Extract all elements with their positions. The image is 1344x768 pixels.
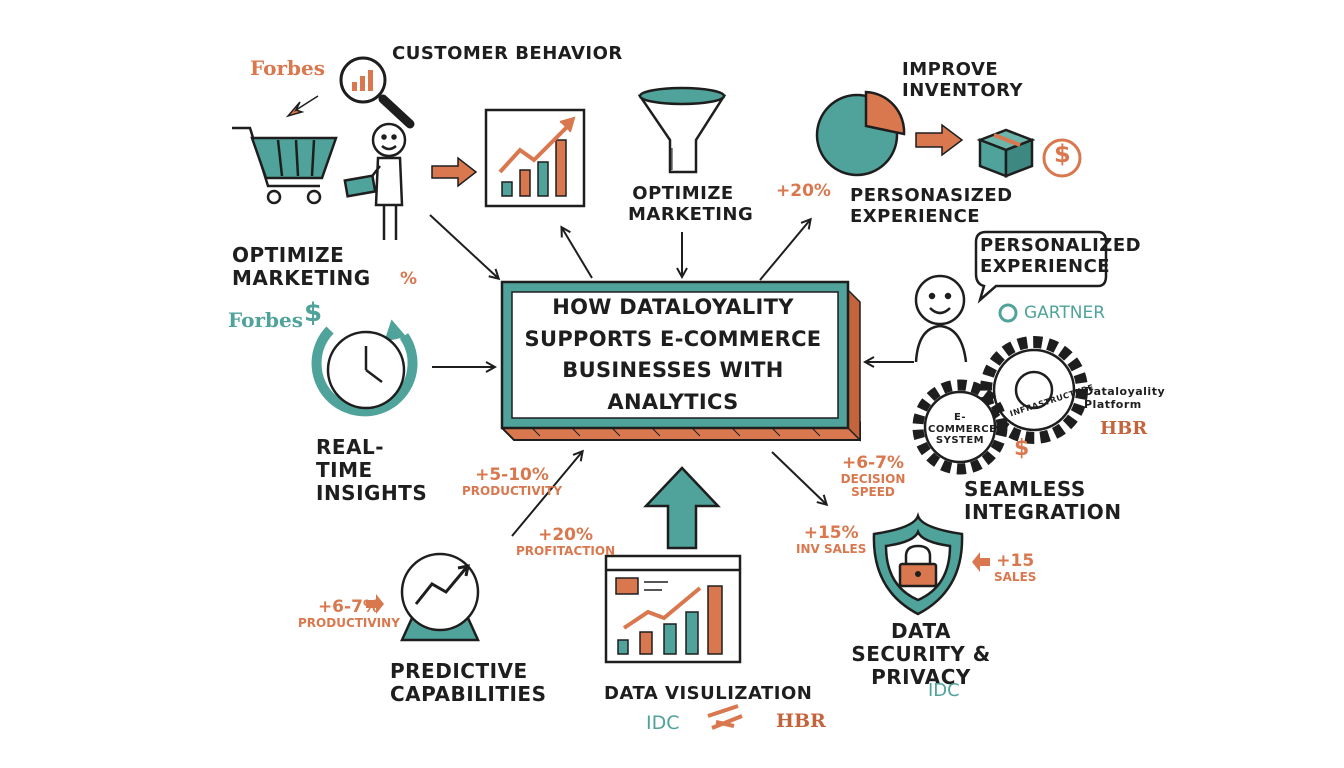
dashboard-browser-icon	[604, 554, 742, 664]
stat-inventory: +20%	[776, 181, 831, 201]
arrow-customer-to-center	[429, 214, 498, 278]
arrow-center-to-shield	[771, 451, 826, 504]
arrow-right-orange-icon	[431, 156, 478, 188]
funnel-icon	[637, 86, 727, 174]
growth-chart-icon	[484, 108, 586, 208]
arrow-productivity-icon	[366, 594, 384, 614]
arrow-center-to-chart	[562, 228, 593, 279]
up-arrow-icon	[643, 466, 721, 550]
shield-lock-icon	[872, 512, 964, 616]
source-hbr-bottom: HBR	[776, 710, 826, 732]
stat-sales: +15Sales	[994, 551, 1037, 584]
title-board	[500, 280, 861, 442]
label-gear-ecommerce-system: E-Commerce System	[928, 412, 997, 446]
label-personalized-experience-bubble: Personalized Experience	[980, 235, 1142, 277]
title-panel: How DataLoyality Supports E-Commerce Bus…	[506, 290, 840, 420]
stat-productivity-b: +6-7%Productiviny	[298, 597, 400, 630]
speech-bubble-icon	[974, 230, 1108, 304]
pie-chart-icon	[815, 90, 906, 177]
label-dataloyality-platform: Dataloyality Platform	[1084, 385, 1166, 411]
clock-icon	[311, 319, 418, 417]
label-customer-behavior: Customer Behavior	[392, 43, 623, 64]
person-with-tablet-icon	[343, 122, 407, 240]
gartner-logo-icon	[998, 303, 1018, 323]
large-gear-icon	[980, 336, 1088, 444]
scribble-logo-icon	[707, 704, 743, 730]
label-personalized-experience-top: Personasized Experience	[850, 185, 1013, 227]
arrow-center-to-inventory	[759, 220, 810, 281]
label-optimize-marketing-left: Optimize Marketing	[232, 243, 371, 290]
diagram-title: How DataLoyality Supports E-Commerce Bus…	[524, 295, 822, 414]
source-hbr-right: HBR	[1100, 418, 1148, 439]
coin-dollar-icon: $	[1054, 140, 1071, 168]
label-data-visualization: Data Visulization	[604, 683, 813, 704]
arrow-globe-to-center	[511, 452, 582, 537]
stat-productivity-a: +5-10%Productivity	[462, 465, 563, 498]
smiling-person-icon	[914, 274, 968, 363]
label-data-security: Data Security & Privacy	[851, 619, 991, 689]
magnifier-chart-icon	[339, 56, 415, 129]
crystal-ball-icon	[400, 552, 480, 642]
source-forbes-mid: Forbes	[228, 308, 303, 332]
coin-icon	[1042, 138, 1082, 178]
arrow-forbes-to-cart-icon	[285, 95, 319, 118]
label-improve-inventory: Improve Inventory	[902, 59, 1024, 101]
stat-inv-sales: +15%INV Sales	[796, 523, 867, 556]
label-real-time-insights: Real-Time Insights	[316, 435, 428, 505]
dollar-icon: $	[304, 298, 323, 328]
source-forbes-top: Forbes	[250, 56, 325, 80]
shopping-cart-icon	[232, 126, 338, 205]
gear-dollar-icon: $	[1014, 436, 1030, 461]
source-gartner: GARTNER	[1024, 303, 1106, 323]
label-optimize-marketing-top: Optimize Marketing	[628, 183, 754, 225]
connector-arrows	[429, 214, 914, 537]
stat-decision-speed: +6-7%Decision Speed	[840, 453, 906, 499]
box-icon	[976, 128, 1036, 178]
source-idc-bottom: IDC	[646, 712, 680, 734]
small-gear-icon	[912, 379, 1008, 475]
label-predictive-capabilities: Predictive Capabilities	[390, 659, 547, 706]
arrow-pie-to-box-icon	[915, 123, 964, 157]
arrow-sales-icon	[972, 552, 990, 572]
stat-percent-mark: %	[400, 269, 418, 289]
stat-profitability: +20%Profitaction	[516, 525, 616, 558]
label-seamless-integration: Seamless Integration	[964, 477, 1122, 524]
source-idc-security: IDC	[928, 680, 960, 701]
